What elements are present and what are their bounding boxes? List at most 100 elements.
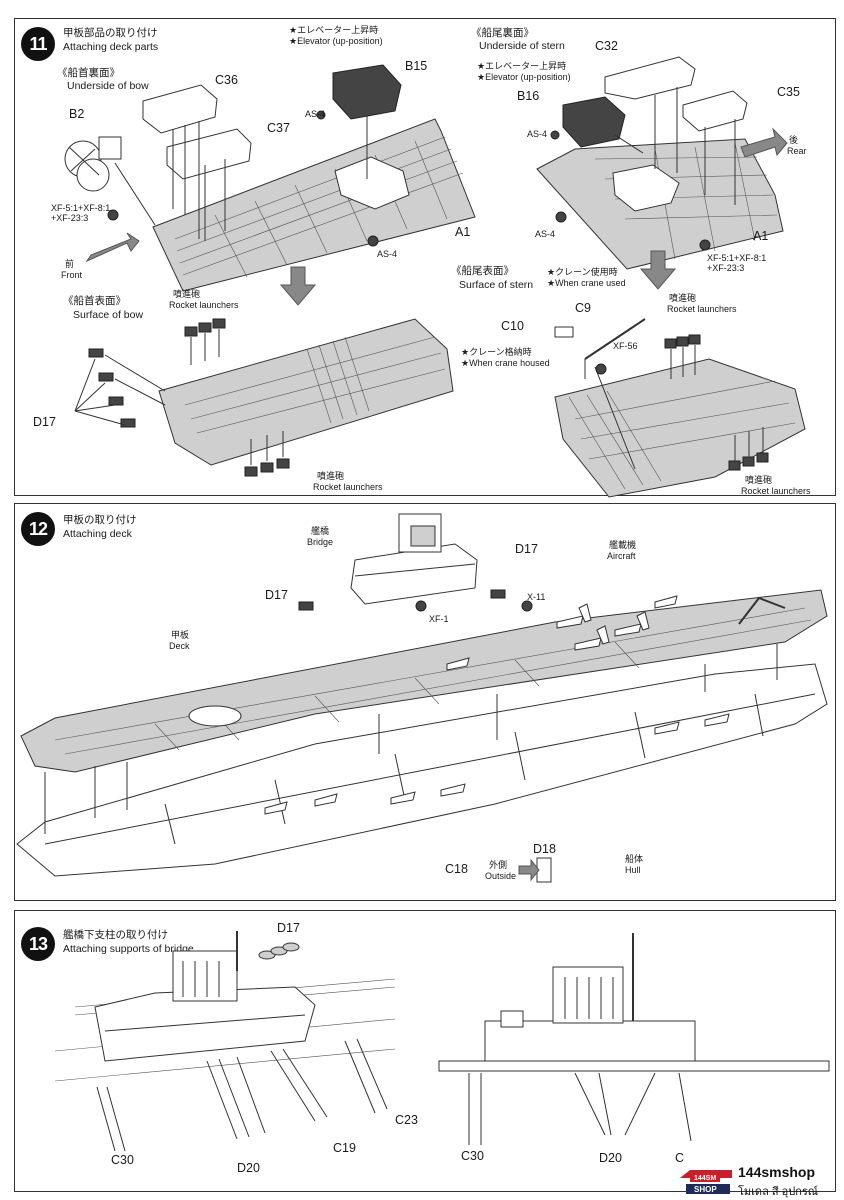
part-label-d20-left: D20 — [237, 1161, 260, 1175]
stern-down-arrow — [639, 250, 677, 290]
part-label-c32: C32 — [595, 39, 618, 53]
flight-deck — [20, 589, 828, 773]
part-label-c19: C19 — [333, 1141, 356, 1155]
step-number: 12 — [21, 512, 55, 546]
front-jp: 前 — [65, 259, 75, 269]
rocket-jp-stern-top: 噴進砲 — [669, 293, 697, 303]
step-number: 11 — [21, 27, 55, 61]
paint-mix-bow-2: +XF-23:3 — [51, 213, 89, 223]
paint-as4-stern: AS-4 — [535, 229, 556, 239]
bridge-left — [94, 931, 316, 1062]
paint-xf56: XF-56 — [613, 341, 638, 351]
svg-text:SHOP: SHOP — [694, 1185, 717, 1194]
bow-under-jp: 《船首裏面》 — [57, 67, 120, 79]
stern-surface-en: Surface of stern — [459, 279, 534, 291]
part-b16 — [562, 96, 626, 148]
part-c36 — [142, 84, 218, 134]
part-label-a1-stern: A1 — [753, 229, 769, 243]
part-label-b16: B16 — [517, 89, 540, 103]
bow-elevator — [188, 705, 242, 727]
rear-jp: 後 — [789, 135, 799, 145]
stern-under-jp: 《船尾裏面》 — [471, 27, 534, 39]
crane-housed-en: ★When crane housed — [461, 358, 550, 368]
elevator-opening — [334, 156, 410, 210]
elevator-up-jp: ★エレベーター上昇時 — [289, 25, 379, 35]
bow-surface-jp: 《船首表面》 — [63, 295, 126, 307]
paint-mix-bow-1: XF-5:1+XF-8:1 — [51, 203, 111, 213]
aircraft-jp: 艦載機 — [609, 540, 637, 550]
step-11-drawing — [64, 56, 806, 498]
part-label-c-cut: C — [675, 1151, 685, 1165]
stern-under-en: Underside of stern — [479, 40, 565, 52]
paint-mix-stern-2: +XF-23:3 — [707, 263, 745, 273]
part-c37 — [166, 128, 252, 180]
svg-text:144SM: 144SM — [694, 1175, 716, 1182]
paint-mix-stern-1: XF-5:1+XF-8:1 — [707, 253, 767, 263]
part-label-c18: C18 — [445, 862, 468, 876]
stern-surface-jp: 《船尾表面》 — [451, 265, 514, 277]
part-label-d17-right: D17 — [515, 542, 538, 556]
front-arrow — [85, 232, 140, 263]
crane-use-jp: ★クレーン使用時 — [547, 267, 618, 277]
part-label-c37: C37 — [267, 121, 290, 135]
part-label-c9: C9 — [575, 301, 591, 315]
stern-elevator-opening — [612, 164, 680, 212]
paint-xf1: XF-1 — [429, 614, 449, 624]
bridge-en: Bridge — [307, 537, 334, 547]
bow-deck-surface — [158, 318, 454, 466]
bridge-right — [438, 933, 830, 1072]
rocket-jp-bow-bottom: 噴進砲 — [317, 471, 345, 481]
aircraft-en: Aircraft — [607, 551, 636, 561]
part-label-c30-left: C30 — [111, 1153, 134, 1167]
part-label-d17-left: D17 — [265, 588, 288, 602]
crane-use-en: ★When crane used — [547, 278, 626, 288]
part-label-c10: C10 — [501, 319, 524, 333]
rear-en: Rear — [787, 146, 807, 156]
outside-jp: 外側 — [489, 860, 508, 870]
step-title-en: Attaching deck — [63, 528, 132, 540]
elevator-up-en: ★Elevator (up-position) — [289, 36, 383, 46]
step-12-panel: 12 甲板の取り付け Attaching deck — [14, 503, 836, 901]
step-title-jp: 艦橋下支柱の取り付け — [63, 929, 168, 941]
part-d17-group — [74, 348, 166, 428]
step-title-jp: 甲板部品の取り付け — [63, 27, 158, 39]
hull-jp: 船体 — [625, 854, 644, 864]
outside-arrow — [518, 858, 540, 882]
rocket-launchers-bow-bottom — [244, 431, 290, 477]
bridge-jp: 艦橋 — [311, 526, 330, 536]
step-13-panel: 13 艦橋下支柱の取り付け Attaching supports of brid… — [14, 910, 836, 1192]
part-label-d20-right: D20 — [599, 1151, 622, 1165]
rocket-en-stern-top: Rocket launchers — [667, 304, 737, 314]
part-c35 — [682, 90, 748, 132]
part-label-d18: D18 — [533, 842, 556, 856]
bow-under-en: Underside of bow — [67, 80, 149, 92]
bridge-supports-right — [468, 1072, 692, 1145]
aircraft-in-hangar — [264, 713, 730, 815]
rocket-jp-stern-bottom: 噴進砲 — [745, 475, 773, 485]
bridge-supports-left — [96, 1038, 388, 1152]
part-label-d17: D17 — [277, 921, 300, 935]
rocket-en-stern-bottom: Rocket launchers — [741, 486, 811, 496]
brand-logo: 144SM SHOP — [680, 1170, 732, 1194]
step-11-panel: 11 甲板部品の取り付け Attaching deck parts — [14, 18, 836, 498]
rocket-launchers-stern-bottom — [728, 427, 769, 471]
bridge-island — [350, 513, 478, 605]
part-label-d17-bow: D17 — [33, 415, 56, 429]
rear-arrow — [740, 127, 788, 158]
hull — [16, 663, 828, 877]
bow-surface-en: Surface of bow — [73, 309, 144, 321]
elevator-up-en-stern: ★Elevator (up-position) — [477, 72, 571, 82]
crane-housed-jp: ★クレーン格納時 — [461, 347, 532, 357]
aircraft-on-deck — [446, 595, 678, 671]
paint-as4-b15: AS-4 — [305, 109, 326, 119]
paint-as4-b16: AS-4 — [527, 129, 548, 139]
step-title-en: Attaching deck parts — [63, 41, 159, 53]
elevator-up-jp-stern: ★エレベーター上昇時 — [477, 61, 567, 71]
part-c10 — [554, 326, 574, 338]
brand-watermark: 144SM SHOP 144smshop โมเดล สี อุปกรณ์ — [676, 1164, 836, 1198]
d17-parts-left — [258, 942, 300, 960]
brand-thai-tagline: โมเดล สี อุปกรณ์ — [738, 1186, 818, 1198]
bow-deck-underside — [152, 118, 476, 292]
step-13-drawing — [54, 931, 830, 1152]
paint-x11: X-11 — [527, 592, 546, 602]
